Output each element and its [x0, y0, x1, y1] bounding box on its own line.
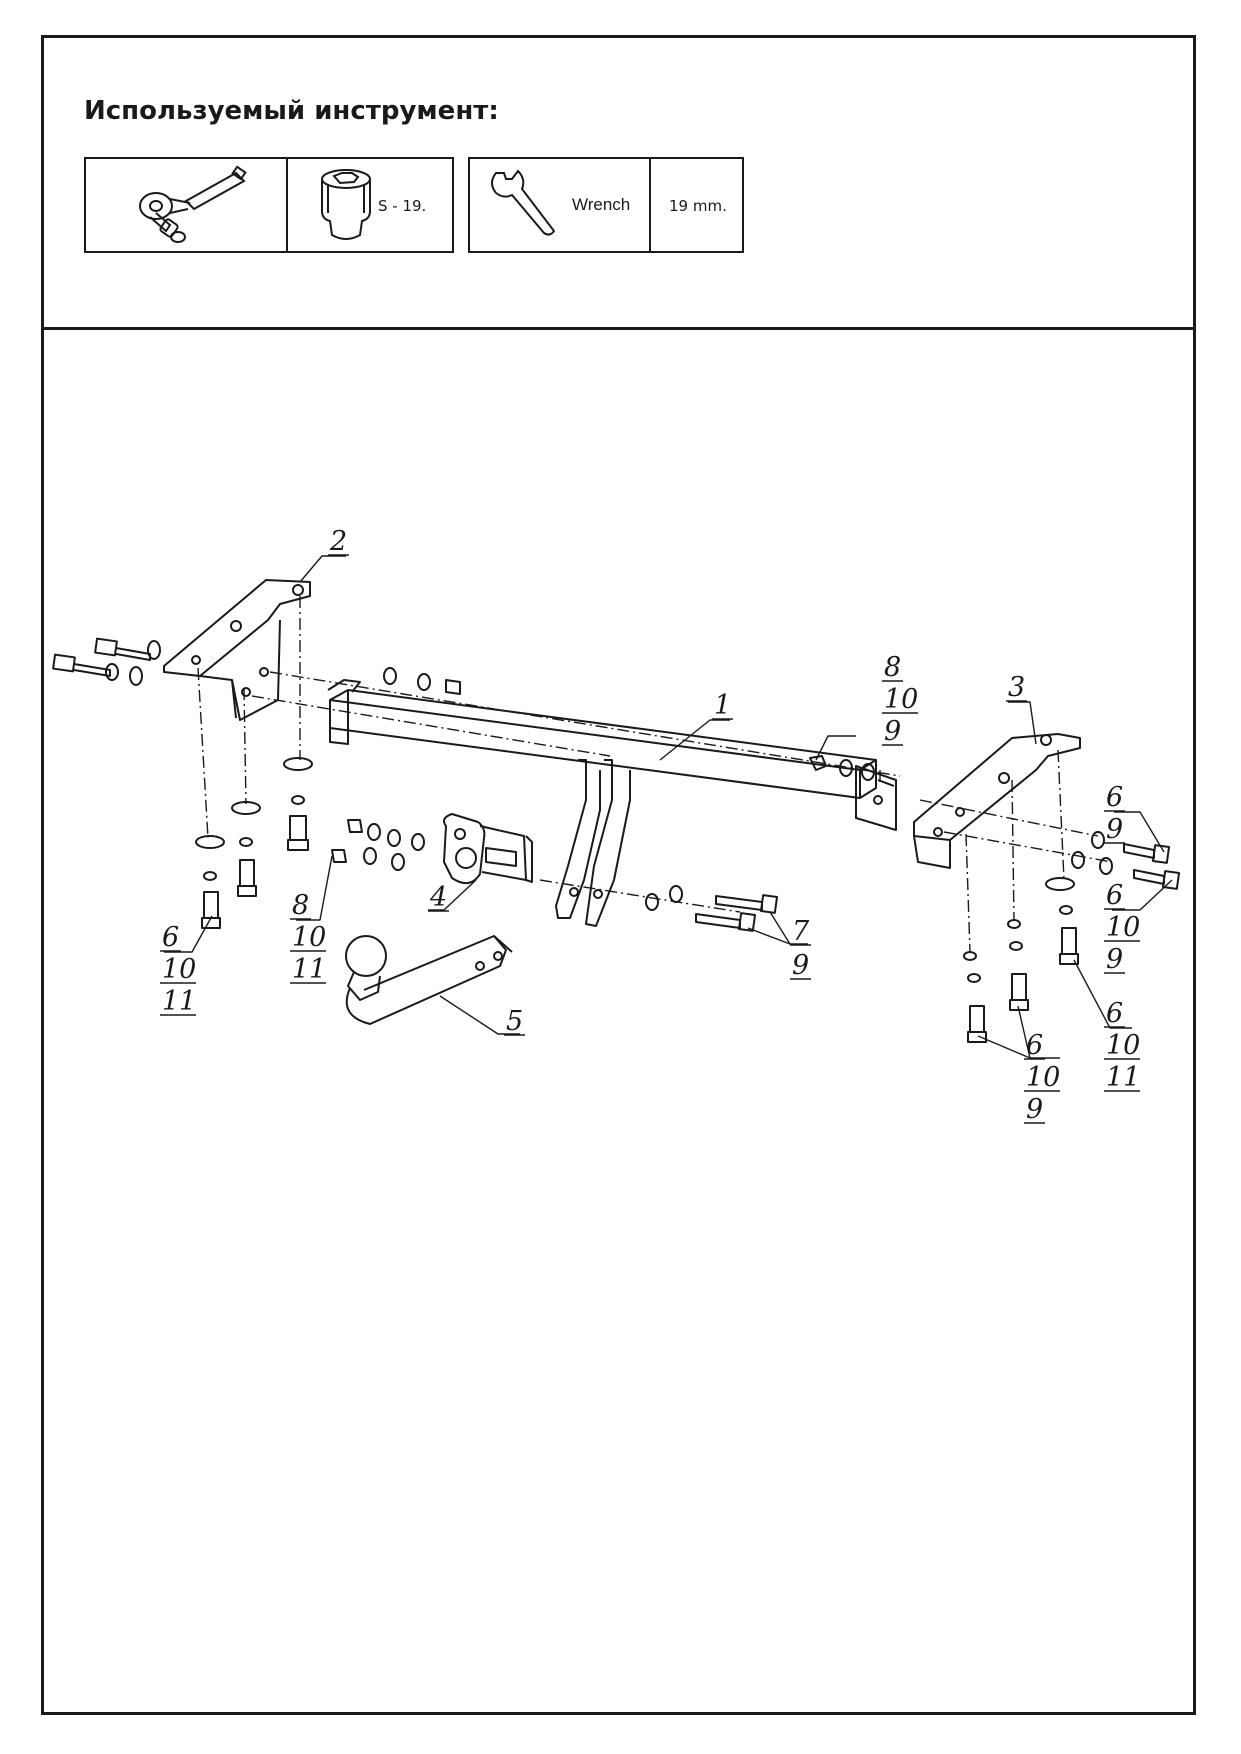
leader-lines — [164, 555, 1173, 1059]
socket-tool-box: S - 19. — [84, 157, 454, 253]
callout-4: 4 — [429, 882, 447, 913]
callout-right-bottom-c: 9 — [1026, 1094, 1043, 1125]
callout-left-nut-c: 11 — [292, 954, 326, 985]
callout-5: 5 — [506, 1006, 523, 1037]
callout-right-mid-c: 9 — [1106, 944, 1123, 975]
callout-right-mid-a: 6 — [1106, 880, 1123, 911]
callout-right-bottom-b: 10 — [1026, 1062, 1060, 1093]
wrench-cell: Wrench — [470, 159, 651, 251]
page-frame — [41, 35, 1196, 1715]
callout-2: 2 — [329, 526, 347, 557]
tow-ball — [345, 935, 513, 1025]
callout-right-vert-b: 10 — [1106, 1030, 1140, 1061]
callout-1: 1 — [714, 690, 731, 721]
socket-cell: S - 19. — [288, 159, 452, 251]
socket-size-label: S - 19. — [378, 197, 427, 215]
callout-bracket-bolts-a: 7 — [792, 916, 810, 947]
callout-right-vert-c: 11 — [1106, 1062, 1140, 1093]
callout-right-top-a: 6 — [1106, 782, 1123, 813]
callout-left-bolts-c: 11 — [162, 986, 196, 1017]
right-bracket — [913, 733, 1081, 869]
ratchet-cell — [86, 159, 288, 251]
callout-right-nut-a: 8 — [884, 652, 901, 683]
wrench-tool-box: Wrench 19 mm. — [468, 157, 744, 253]
callout-right-top-b: 9 — [1106, 814, 1123, 845]
left-bracket — [163, 579, 311, 721]
callout-labels: 2 1 3 4 5 6 10 11 8 10 11 8 10 9 7 9 6 9… — [160, 526, 1140, 1125]
ratchet-icon — [139, 165, 247, 243]
fasteners — [52, 637, 1181, 1043]
callout-left-bolts-b: 10 — [162, 954, 196, 985]
callout-right-vert-a: 6 — [1106, 998, 1123, 1029]
drop-brackets — [555, 759, 631, 927]
callout-left-nut-a: 8 — [292, 890, 309, 921]
center-lines — [197, 596, 1113, 953]
callout-left-bolts-a: 6 — [162, 922, 179, 953]
wrench-icon — [491, 169, 556, 236]
callout-3: 3 — [1008, 672, 1025, 703]
callout-right-mid-b: 10 — [1106, 912, 1140, 943]
cross-beam — [327, 679, 897, 831]
callout-right-bottom-a: 6 — [1026, 1030, 1043, 1061]
tools-heading: Используемый инструмент: — [84, 96, 499, 126]
callout-right-nut-c: 9 — [884, 716, 901, 747]
socket-icon — [321, 169, 371, 240]
section-divider — [41, 327, 1196, 330]
callout-bracket-bolts-b: 9 — [792, 950, 809, 981]
flange-plate — [443, 813, 533, 885]
wrench-size-label: 19 mm. — [669, 197, 727, 215]
wrench-size-cell: 19 mm. — [651, 159, 742, 251]
wrench-name-label: Wrench — [572, 195, 631, 214]
callout-left-nut-b: 10 — [292, 922, 326, 953]
callout-right-nut-b: 10 — [884, 684, 918, 715]
